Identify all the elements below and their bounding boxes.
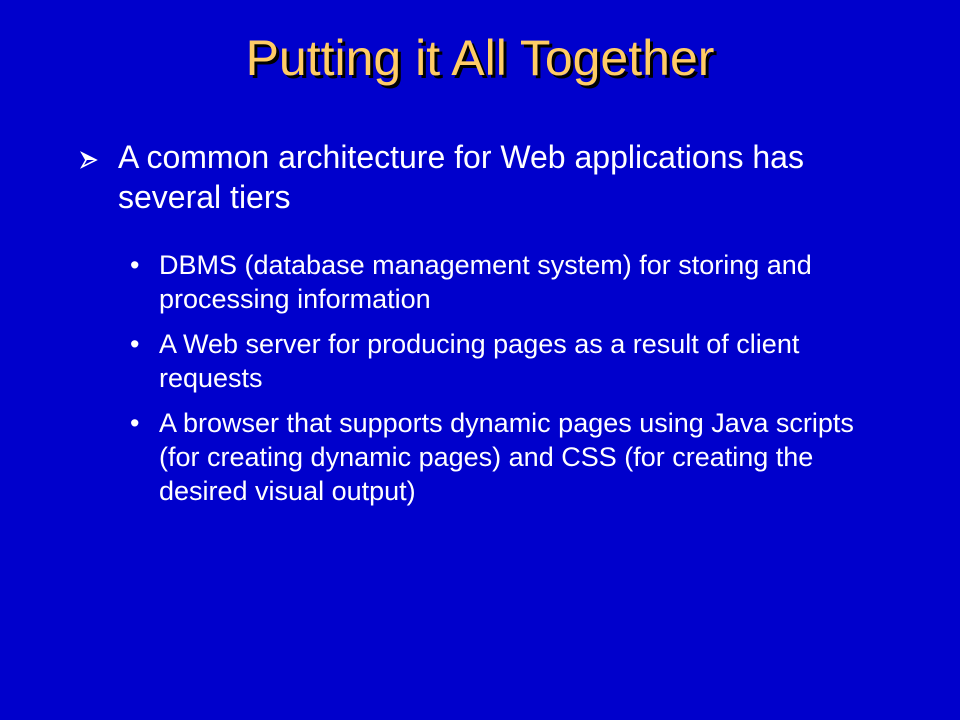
sub-bullet-item: • A Web server for producing pages as a … bbox=[130, 327, 890, 395]
sub-bullet-item: • A browser that supports dynamic pages … bbox=[130, 406, 890, 508]
main-bullet-item: A common architecture for Web applicatio… bbox=[80, 137, 900, 217]
arrowhead-bullet-icon bbox=[80, 151, 98, 169]
bullet-dot-icon: • bbox=[130, 250, 140, 280]
main-bullet-text: A common architecture for Web applicatio… bbox=[118, 139, 804, 215]
sub-bullet-text: A Web server for producing pages as a re… bbox=[159, 329, 800, 393]
bullet-dot-icon: • bbox=[130, 329, 140, 359]
sub-bullet-text: DBMS (database management system) for st… bbox=[159, 250, 812, 314]
sub-bullet-item: • DBMS (database management system) for … bbox=[130, 248, 890, 316]
bullet-dot-icon: • bbox=[130, 408, 140, 438]
slide-title: Putting it All Together bbox=[245, 30, 715, 86]
sub-bullet-list: • DBMS (database management system) for … bbox=[130, 248, 890, 519]
sub-bullet-text: A browser that supports dynamic pages us… bbox=[159, 408, 854, 506]
